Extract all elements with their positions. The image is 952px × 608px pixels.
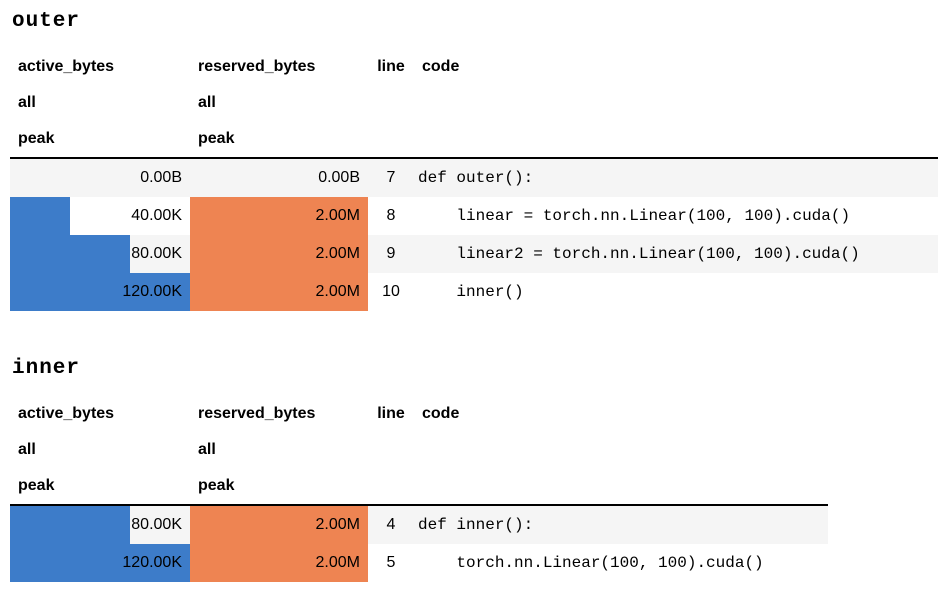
col-header-line: line — [377, 405, 405, 422]
reserved-bytes-cell: 2.00M — [190, 544, 368, 582]
col-header-reserved-bytes: reserved_bytes — [198, 58, 316, 75]
subheader-active-peak: peak — [10, 121, 190, 159]
line-number-cell: 7 — [386, 169, 396, 186]
line-number-cell: 10 — [382, 283, 400, 300]
header-row-all: all all — [10, 432, 828, 468]
header-row-peak: peak peak — [10, 121, 938, 159]
code-cell: inner() — [418, 283, 524, 301]
memory-profile-table-outer: active_bytes reserved_bytes line code al… — [10, 49, 938, 311]
table-header: active_bytes reserved_bytes line code al… — [10, 396, 828, 506]
section-title-inner: inner — [12, 357, 81, 380]
line-number-cell: 8 — [386, 207, 396, 224]
line-number-cell: 9 — [386, 245, 396, 262]
code-cell: linear2 = torch.nn.Linear(100, 100).cuda… — [418, 245, 860, 263]
col-header-line: line — [377, 58, 405, 75]
memory-profile-table-inner: active_bytes reserved_bytes line code al… — [10, 396, 828, 582]
reserved-bytes-cell: 2.00M — [190, 235, 368, 273]
subheader-active-all: all — [18, 94, 36, 111]
code-cell: def inner(): — [418, 516, 534, 534]
reserved-bytes-cell: 0.00B — [318, 169, 360, 186]
code-cell: linear = torch.nn.Linear(100, 100).cuda(… — [418, 207, 851, 225]
active-bytes-cell: 120.00K — [10, 273, 190, 311]
reserved-bytes-cell: 2.00M — [190, 197, 368, 235]
header-row-columns: active_bytes reserved_bytes line code — [10, 396, 828, 432]
active-bytes-cell: 80.00K — [10, 505, 190, 544]
profile-section-inner: inner active_bytes reserved_bytes line c… — [10, 357, 952, 582]
col-header-reserved-bytes: reserved_bytes — [198, 405, 316, 422]
header-row-peak: peak peak — [10, 468, 828, 506]
active-bytes-cell: 0.00B — [140, 169, 182, 186]
active-bytes-cell: 40.00K — [10, 197, 190, 235]
col-header-active-bytes: active_bytes — [18, 405, 115, 422]
reserved-bytes-cell: 2.00M — [190, 505, 368, 544]
col-header-code: code — [422, 405, 460, 422]
subheader-reserved-all: all — [198, 441, 216, 458]
line-number-cell: 4 — [386, 516, 396, 533]
col-header-active-bytes: active_bytes — [18, 58, 115, 75]
subheader-reserved-peak: peak — [190, 468, 368, 506]
profile-section-outer: outer active_bytes reserved_bytes line c… — [10, 10, 952, 311]
subheader-active-all: all — [18, 441, 36, 458]
col-header-code: code — [422, 58, 460, 75]
subheader-reserved-peak: peak — [190, 121, 368, 159]
table-row: 0.00B 0.00B 7 def outer(): — [10, 158, 938, 197]
table-header: active_bytes reserved_bytes line code al… — [10, 49, 938, 159]
subheader-active-peak: peak — [10, 468, 190, 506]
subheader-reserved-all: all — [198, 94, 216, 111]
reserved-bytes-cell: 2.00M — [190, 273, 368, 311]
section-title-outer: outer — [12, 10, 81, 33]
code-cell: torch.nn.Linear(100, 100).cuda() — [418, 554, 764, 572]
active-bytes-cell: 80.00K — [10, 235, 190, 273]
code-cell: def outer(): — [418, 169, 534, 187]
header-row-all: all all — [10, 85, 938, 121]
header-row-columns: active_bytes reserved_bytes line code — [10, 49, 938, 85]
line-number-cell: 5 — [386, 554, 396, 571]
active-bytes-cell: 120.00K — [10, 544, 190, 582]
